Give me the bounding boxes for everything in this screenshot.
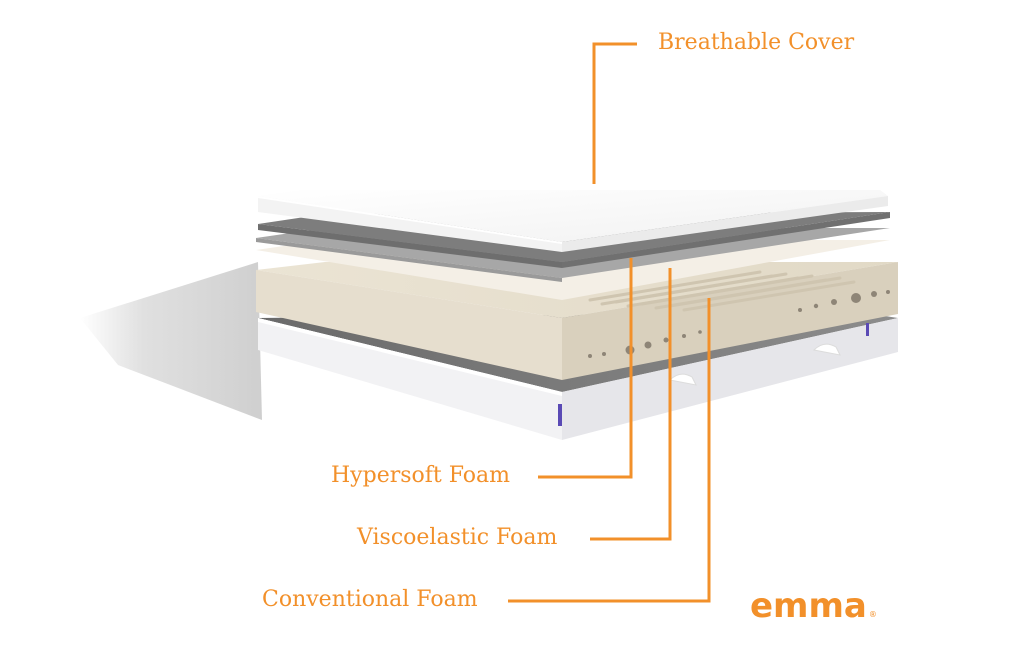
leader-conventional-foam: [508, 298, 711, 603]
cover-layer: [258, 190, 888, 252]
emma-logo: emma®: [750, 589, 877, 623]
label-hypersoft-foam: Hypersoft Foam: [331, 463, 511, 488]
leader-lines: [508, 42, 711, 603]
emma-logo-text: emma: [750, 586, 867, 626]
registered-mark: ®: [868, 610, 877, 619]
leader-hypersoft-foam: [538, 258, 633, 479]
label-breathable-cover: Breathable Cover: [658, 30, 855, 55]
floor-shadow: [80, 262, 262, 420]
leader-breathable-cover: [592, 42, 637, 184]
label-conventional-foam: Conventional Foam: [262, 587, 478, 612]
label-viscoelastic-foam: Viscoelastic Foam: [357, 525, 558, 550]
leader-viscoelastic-foam: [590, 268, 672, 541]
